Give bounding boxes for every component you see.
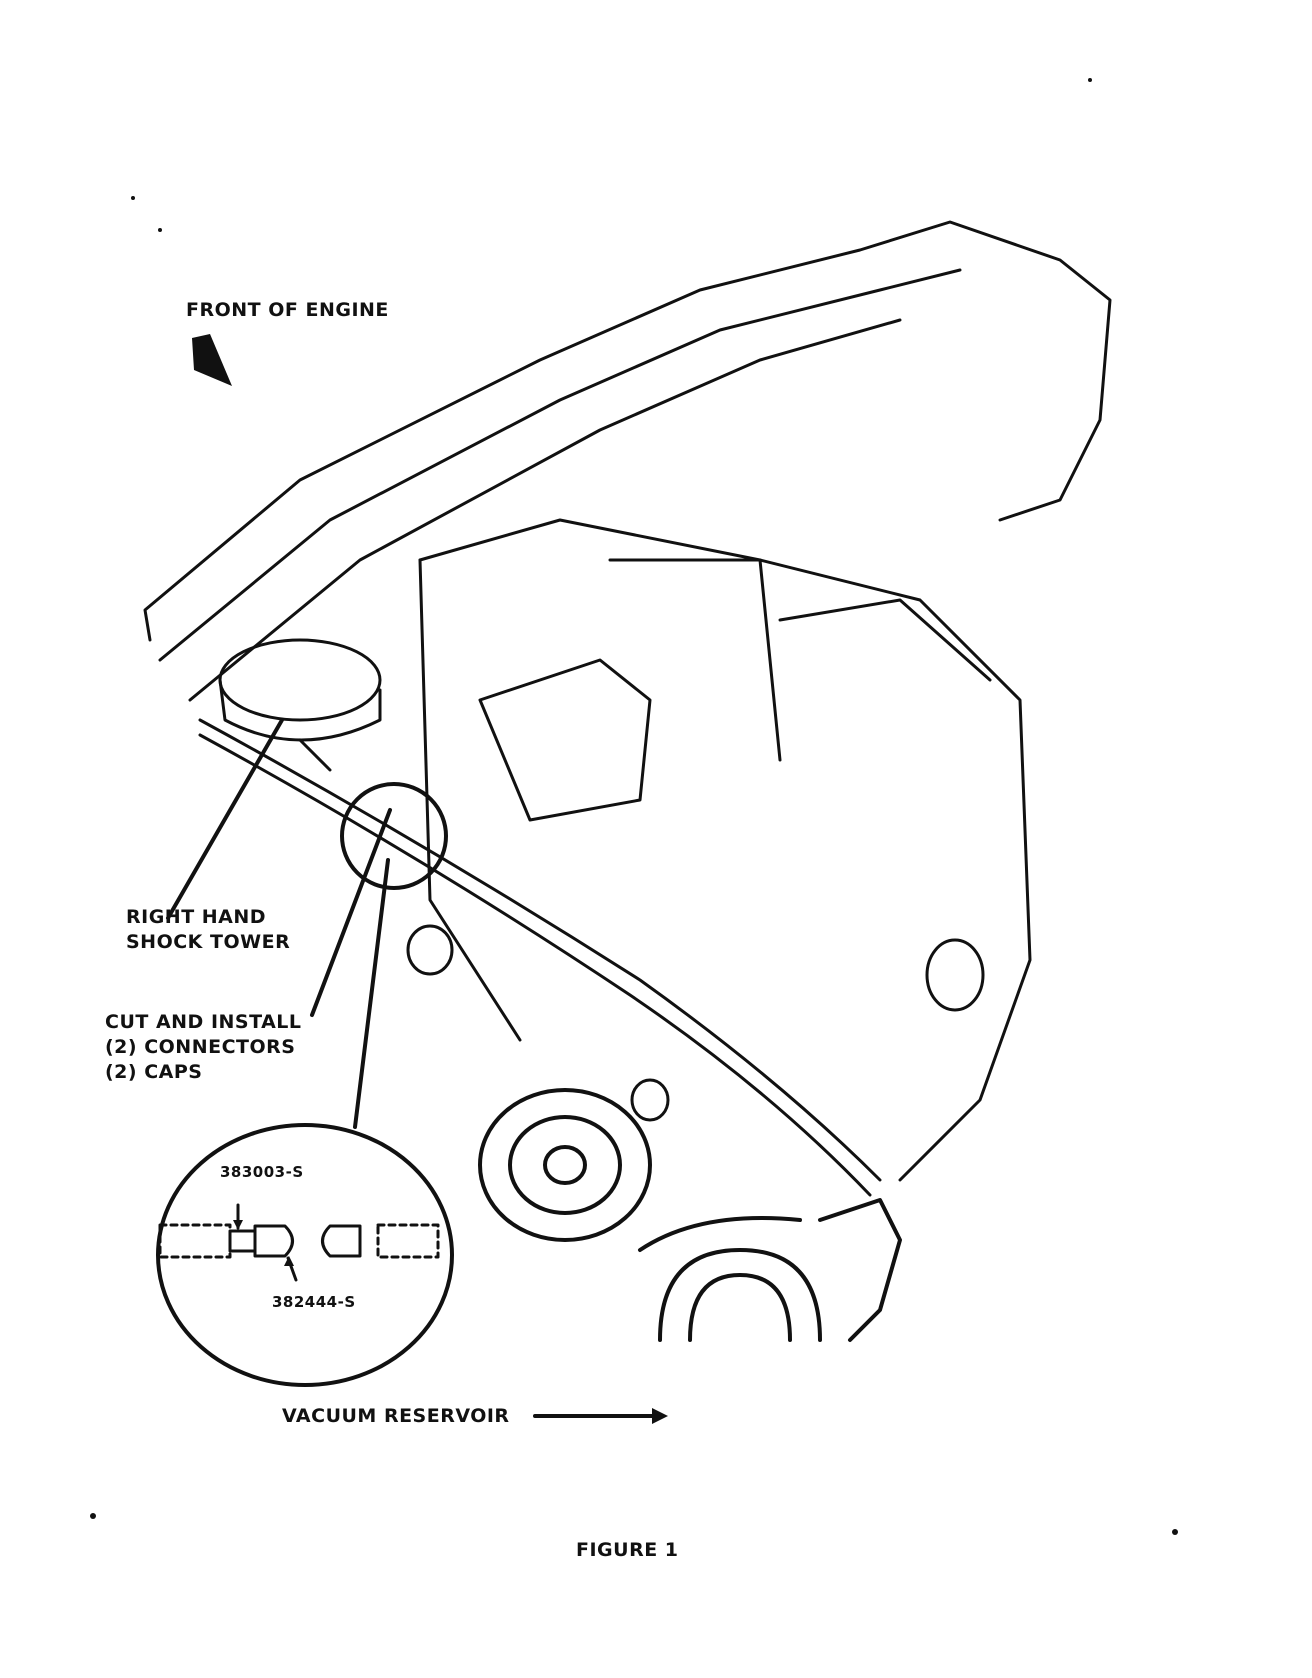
leader-lines bbox=[166, 718, 662, 1418]
cut-install-label-line2: (2) CONNECTORS bbox=[105, 1036, 296, 1058]
connector-detail bbox=[156, 1123, 454, 1387]
cut-install-label-line1: CUT AND INSTALL bbox=[105, 1011, 302, 1033]
detail-circle bbox=[340, 782, 448, 890]
front-arrow-icon bbox=[192, 334, 232, 386]
scan-specks bbox=[90, 78, 1178, 1535]
engine-outline bbox=[143, 220, 1112, 1197]
figure-caption: FIGURE 1 bbox=[576, 1539, 679, 1561]
crank-pulley bbox=[478, 1088, 652, 1242]
cut-install-label-line3: (2) CAPS bbox=[105, 1061, 203, 1083]
vacuum-reservoir-canister bbox=[638, 1198, 902, 1342]
idler-pulley bbox=[406, 924, 985, 1122]
front-of-engine-label: FRONT OF ENGINE bbox=[186, 299, 389, 321]
part-cap-label: 382444-S bbox=[272, 1293, 356, 1311]
reservoir-arrowhead bbox=[652, 1408, 668, 1424]
shock-tower-label-line1: RIGHT HAND bbox=[126, 906, 267, 928]
vacuum-reservoir-label: VACUUM RESERVOIR bbox=[282, 1405, 510, 1427]
shock-tower-label-line2: SHOCK TOWER bbox=[126, 931, 291, 953]
part-connector-label: 383003-S bbox=[220, 1163, 304, 1181]
